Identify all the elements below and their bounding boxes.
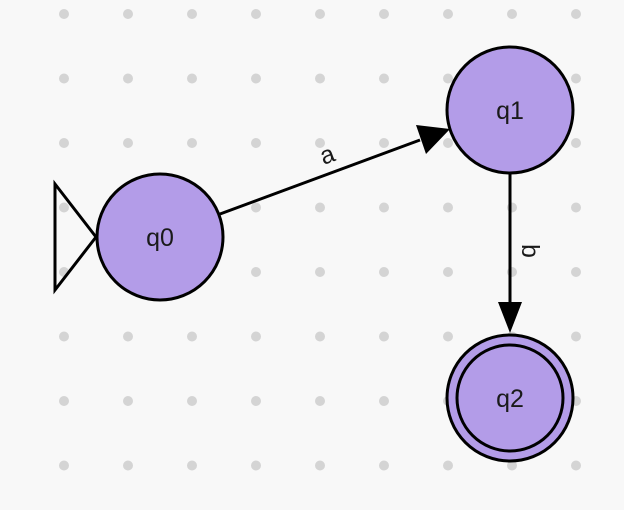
state-circle — [445, 45, 575, 175]
start-state-marker — [53, 179, 98, 295]
grid-dot — [443, 202, 453, 213]
grid-dot — [123, 460, 133, 471]
grid-dot — [59, 331, 69, 342]
grid-dot — [379, 267, 389, 277]
grid-dot — [379, 396, 389, 406]
grid-dot — [571, 202, 581, 213]
grid-dot — [59, 396, 69, 406]
grid-dot — [571, 267, 581, 277]
state-circle-inner — [455, 343, 565, 453]
grid-dot — [315, 9, 325, 19]
grid-dot — [443, 331, 453, 342]
state-label: q1 — [496, 97, 524, 125]
grid-dot — [59, 460, 69, 471]
state-q0[interactable]: q0 — [95, 172, 225, 302]
grid-dot — [123, 9, 133, 19]
state-q1[interactable]: q1 — [445, 45, 575, 175]
arrowhead — [498, 302, 522, 333]
grid-dot — [187, 73, 197, 84]
grid-dot — [59, 73, 69, 84]
grid-dot — [379, 460, 389, 471]
transition-label-a: a — [316, 140, 339, 171]
grid-dot — [251, 331, 261, 342]
grid-dot — [571, 460, 581, 471]
grid-dot — [251, 460, 261, 471]
grid-dot — [59, 9, 69, 19]
grid-dot — [315, 396, 325, 406]
state-label: q0 — [146, 224, 174, 252]
grid-dot — [251, 73, 261, 84]
grid-dot — [123, 396, 133, 406]
grid-dot — [251, 396, 261, 406]
grid-dot — [507, 460, 517, 471]
grid-dot — [379, 202, 389, 213]
state-label: q2 — [496, 385, 524, 413]
grid-dot — [443, 460, 453, 471]
grid-dot — [315, 267, 325, 277]
grid-dot — [59, 202, 69, 213]
grid-dot — [379, 9, 389, 19]
grid-dot — [507, 9, 517, 19]
grid-dot — [571, 73, 581, 84]
grid-dot — [443, 9, 453, 19]
grid-dot — [315, 73, 325, 84]
grid-dot — [571, 331, 581, 342]
grid-dot — [315, 202, 325, 213]
grid-dot — [379, 73, 389, 84]
grid-dot — [379, 138, 389, 148]
arrowhead — [416, 125, 450, 154]
grid-dot — [571, 9, 581, 19]
grid-dot — [571, 138, 581, 148]
grid-dot — [187, 460, 197, 471]
grid-dot — [187, 9, 197, 19]
state-q2[interactable]: q2 — [445, 333, 575, 463]
grid-dot — [123, 73, 133, 84]
state-circle — [95, 172, 225, 302]
grid-dot — [379, 331, 389, 342]
grid-dot — [187, 138, 197, 148]
transition-q1-q2[interactable]: b — [498, 173, 544, 333]
grid-dot — [251, 202, 261, 213]
grid-dot — [315, 331, 325, 342]
grid-dot — [315, 460, 325, 471]
grid-dot — [251, 267, 261, 277]
grid-dot — [443, 267, 453, 277]
edge-line — [219, 138, 421, 216]
grid-dot — [123, 331, 133, 342]
grid-dot — [443, 73, 453, 84]
grid-dot — [315, 138, 325, 148]
grid-dot — [187, 331, 197, 342]
grid-dot — [123, 138, 133, 148]
grid-dot — [59, 138, 69, 148]
grid-dot — [187, 396, 197, 406]
grid-dot — [443, 138, 453, 148]
grid-dot — [251, 9, 261, 19]
grid-dot — [251, 138, 261, 148]
transition-label-b: b — [516, 244, 544, 258]
